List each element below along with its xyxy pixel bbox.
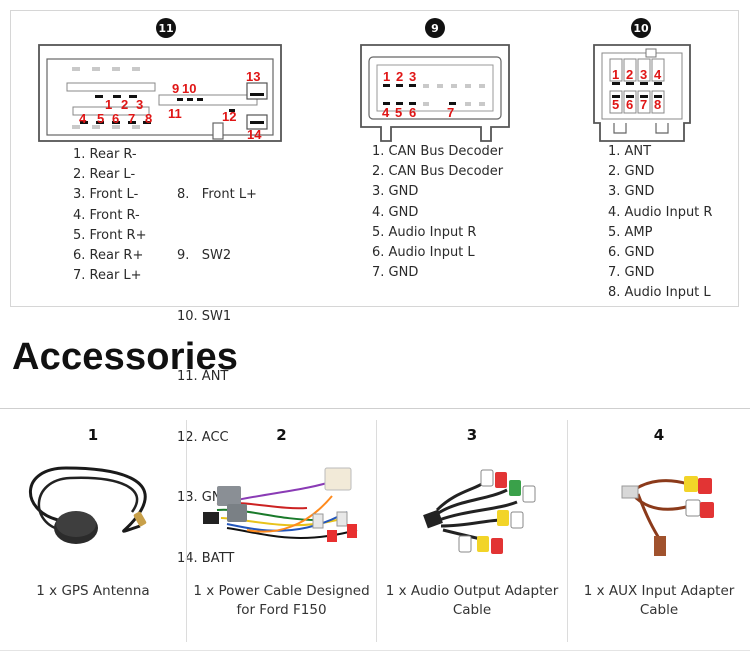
- pin-desc: 11. ANT: [177, 369, 229, 385]
- pin-label-6: 6: [626, 97, 633, 112]
- audio-output-cable-image: [423, 469, 536, 554]
- section-divider: [0, 408, 750, 409]
- pin-desc: 1. ANT: [608, 144, 652, 159]
- power-cable-image: [203, 467, 358, 542]
- accessory-card-4: 4 1 x AUX Input Adapter Cable: [568, 420, 750, 642]
- accessory-number: 2: [276, 426, 287, 444]
- pin-desc: 1. CAN Bus Decoder: [372, 144, 504, 159]
- pin-desc: 6. GND: [608, 245, 655, 261]
- pin-label-1: 1: [612, 67, 619, 82]
- card-divider: [186, 420, 187, 642]
- accessory-number: 1: [87, 426, 99, 444]
- pin-desc: 12. ACC: [177, 429, 229, 445]
- pin-label-4: 4: [382, 105, 390, 120]
- pinout-panel: 11 1 2 3 4 5 6 7 8 9 10: [10, 10, 739, 566]
- pin-desc: 6. Audio Input L: [372, 245, 475, 261]
- accessory-card-1: 1 1 x GPS Antenna: [0, 420, 186, 642]
- pin-desc: 7. Rear L+: [73, 268, 142, 284]
- connector-11-badge: 11: [156, 18, 176, 38]
- pin-label-9: 9: [172, 81, 179, 96]
- pin-desc: 10. SW1: [177, 308, 232, 324]
- pin-desc: 14. BATT: [177, 551, 235, 567]
- pin-label-11: 11: [168, 106, 182, 121]
- pin-desc: 1. Rear R-: [73, 147, 137, 162]
- pin-desc: 5. Front R+: [73, 227, 147, 243]
- pin-desc: 3. Front L-: [73, 187, 139, 203]
- pin-desc: 5. AMP: [608, 224, 653, 240]
- pin-label-6: 6: [409, 105, 416, 120]
- pin-desc: 7. GND: [608, 265, 655, 281]
- pin-label-3: 3: [136, 97, 143, 112]
- pin-label-3: 3: [640, 67, 647, 82]
- accessory-number: 3: [466, 426, 478, 444]
- accessory-caption: 1 x AUX Input Adapter Cable: [583, 583, 735, 618]
- card-divider: [376, 420, 377, 642]
- connector-11-pinlist-right: 8. Front L+ 9. SW2 10. SW1 11. ANT 12. A…: [177, 145, 257, 610]
- pin-label-14: 14: [247, 127, 262, 142]
- pin-desc: 2. GND: [608, 164, 655, 180]
- pin-desc: 8. Audio Input L: [608, 285, 711, 301]
- pin-label-10: 10: [182, 81, 196, 96]
- pin-label-1: 1: [105, 97, 112, 112]
- pin-label-4: 4: [79, 111, 87, 126]
- connector-11-diagram: 1 2 3 4 5 6 7 8 9 10 11 12 13 14: [38, 44, 282, 142]
- pin-label-12: 12: [222, 109, 236, 124]
- pin-label-13: 13: [246, 69, 260, 84]
- pin-label-5: 5: [97, 111, 104, 126]
- accessory-caption: 1 x Power Cable Designed for Ford F150: [193, 583, 370, 618]
- pin-label-5: 5: [395, 105, 402, 120]
- pin-desc: 6. Rear R+: [73, 248, 144, 264]
- pin-desc: 4. Front R-: [73, 207, 140, 223]
- pin-label-7: 7: [640, 97, 647, 112]
- connector-9-pinlist: 1. CAN Bus Decoder 2. CAN Bus Decoder 3.…: [372, 142, 503, 283]
- pin-desc: 2. CAN Bus Decoder: [372, 164, 504, 180]
- pin-label-4: 4: [654, 67, 662, 82]
- pin-desc: 5. Audio Input R: [372, 224, 477, 240]
- pin-desc: 9. SW2: [177, 248, 232, 264]
- pin-label-3: 3: [409, 69, 416, 84]
- connector-9-diagram: 1 2 3 4 5 6 7: [360, 44, 510, 142]
- pin-label-2: 2: [121, 97, 128, 112]
- pin-desc: 7. GND: [372, 265, 419, 281]
- aux-input-cable-image: [621, 476, 714, 556]
- connector-10-badge: 10: [631, 18, 651, 38]
- pin-label-7: 7: [447, 105, 454, 120]
- accessory-card-2: 2 1 x Power Cable Designed for Ford F150: [187, 420, 376, 642]
- pin-label-2: 2: [396, 69, 403, 84]
- pin-desc: 8. Front L+: [177, 187, 257, 203]
- pin-desc: 4. GND: [372, 204, 419, 220]
- accessory-caption: 1 x GPS Antenna: [36, 583, 150, 599]
- bottom-divider: [0, 650, 750, 651]
- pin-label-8: 8: [654, 97, 661, 112]
- accessory-number: 4: [653, 426, 665, 444]
- pin-label-1: 1: [383, 69, 390, 84]
- pin-label-7: 7: [128, 111, 135, 126]
- pin-label-5: 5: [612, 97, 619, 112]
- pin-label-6: 6: [112, 111, 119, 126]
- connector-10-pinlist: 1. ANT 2. GND 3. GND 4. Audio Input R 5.…: [608, 142, 712, 304]
- pin-label-2: 2: [626, 67, 633, 82]
- connector-9-badge: 9: [425, 18, 445, 38]
- pin-label-8: 8: [145, 111, 152, 126]
- connector-11-pinlist-left: 1. Rear R- 2. Rear L- 3. Front L- 4. Fro…: [73, 145, 146, 286]
- card-divider: [567, 420, 568, 642]
- pin-desc: 3. GND: [372, 184, 419, 200]
- connector-10-diagram: 1 2 3 4 5 6 7 8: [593, 44, 691, 142]
- pin-desc: 2. Rear L-: [73, 167, 136, 183]
- pin-desc: 3. GND: [608, 184, 655, 200]
- pin-desc: 4. Audio Input R: [608, 204, 713, 220]
- accessory-card-3: 3 1 x Audio Output Adapter Cable: [377, 420, 567, 642]
- accessories-heading: Accessories: [12, 336, 239, 378]
- gps-antenna-image: [29, 466, 147, 544]
- accessory-caption: 1 x Audio Output Adapter Cable: [385, 583, 559, 618]
